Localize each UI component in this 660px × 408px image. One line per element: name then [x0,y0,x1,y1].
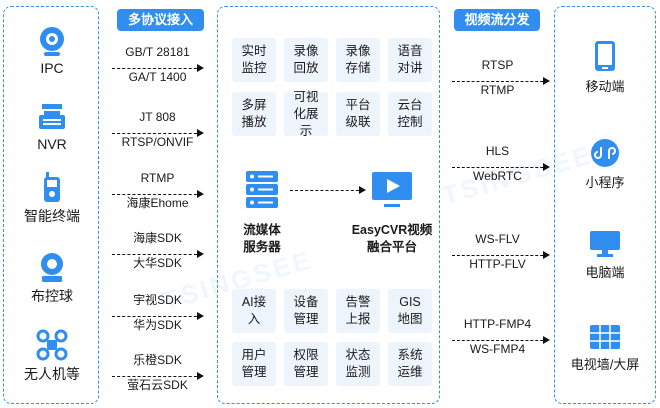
feature-tile: 录像存储 [336,38,380,82]
device-label: 无人机等 [24,366,80,382]
feature-tile: 录像回放 [284,38,328,82]
stream-label: WebRTC [473,169,522,183]
stream-label: RTMP [480,83,515,97]
protocol-label: 海康Ehome [126,196,189,210]
protocol-label: 海康SDK [133,231,182,245]
protocols-title: 多协议接入 [117,9,204,31]
stream-label: WS-FLV [475,232,520,246]
protocol-pair: 宇视SDK 华为SDK [105,292,210,334]
stream-arrow [452,76,550,85]
feature-tile: AI接入 [232,289,276,333]
nvr-recorder-icon [35,100,69,134]
protocol-label: JT 808 [139,110,176,124]
protocol-arrow [112,128,204,137]
protocol-label: GA/T 1400 [128,70,187,84]
feature-tile: 用户管理 [232,342,276,386]
stream-arrow [452,335,550,344]
mobile-phone-icon [594,40,616,72]
protocol-label: 华为SDK [133,318,182,332]
platform-label: EasyCVR视频融合平台 [351,223,433,254]
stream-pair: HTTP-FMP4 WS-FMP4 [445,316,550,358]
terminal-label: 电视墙/大屏 [570,357,640,372]
feature-tile: 实时监控 [232,38,276,82]
protocol-arrow [112,371,204,380]
server-to-platform-arrow [290,185,366,194]
terminal-mini-program: 小程序 [555,138,655,191]
device-label: NVR [37,136,67,152]
device-label: IPC [40,60,64,76]
feature-tile: 权限管理 [284,342,328,386]
protocol-label: 乐橙SDK [133,353,182,367]
server-icon [244,170,280,215]
stream-label: WS-FMP4 [469,342,526,356]
device-smart-terminal: 智能终端 [7,170,97,226]
distribution-title: 视频流分发 [454,9,540,31]
stream-pair: HLS WebRTC [445,143,550,185]
protocol-arrow [112,189,204,198]
media-server-label: 流媒体服务器 [243,223,281,254]
stream-arrow [452,250,550,259]
protocol-arrow [112,249,204,258]
device-drone: 无人机等 [7,328,97,384]
protocol-label: 萤石云SDK [127,378,188,392]
feature-tile: 可视化展示 [284,90,328,138]
feature-tile: 平台级联 [336,92,380,136]
protocol-label: RTMP [140,171,175,185]
mini-program-icon [590,138,620,168]
feature-tile: GIS地图 [388,289,432,333]
feature-tile: 云台控制 [388,92,432,136]
stream-pair: RTSP RTMP [445,57,550,99]
drone-icon [35,328,69,362]
terminals-panel [554,6,656,404]
device-label: 布控球 [31,288,73,304]
devices-panel [3,6,99,404]
protocol-pair: 乐橙SDK 萤石云SDK [105,352,210,394]
terminal-label: 移动端 [585,79,625,94]
protocol-label: GB/T 28181 [125,45,190,59]
protocol-pair: RTMP 海康Ehome [105,170,210,212]
terminal-desktop: 电脑端 [555,230,655,281]
feature-tile: 状态监测 [336,342,380,386]
terminal-mobile: 移动端 [555,40,655,95]
stream-label: HTTP-FLV [469,257,526,271]
stream-label: HTTP-FMP4 [463,317,532,331]
terminal-video-wall: 电视墙/大屏 [555,324,655,373]
feature-tile: 设备管理 [284,289,328,333]
desktop-monitor-icon [589,230,621,258]
stream-pair: WS-FLV HTTP-FLV [445,231,550,273]
smart-terminal-icon [35,170,69,204]
ptz-dome-camera-icon [35,250,69,284]
stream-label: HLS [485,144,510,158]
terminal-label: 小程序 [585,175,625,190]
protocol-arrow [112,63,204,72]
feature-tile: 多屏播放 [232,92,276,136]
protocol-pair: 海康SDK 大华SDK [105,230,210,272]
protocol-label: 大华SDK [133,256,182,270]
device-label: 智能终端 [24,208,80,224]
video-player-icon [370,168,414,217]
protocol-label: RTSP/ONVIF [121,135,194,149]
stream-label: RTSP [481,58,514,72]
protocol-pair: GB/T 28181 GA/T 1400 [105,44,210,86]
protocol-pair: JT 808 RTSP/ONVIF [105,109,210,151]
ipc-camera-icon [35,24,69,58]
feature-tile: 系统运维 [388,342,432,386]
device-ipc: IPC [7,24,97,76]
protocol-arrow [112,311,204,320]
terminal-label: 电脑端 [585,265,625,280]
features-panel [217,6,440,404]
stream-arrow [452,162,550,171]
device-nvr: NVR [7,100,97,152]
device-ptz-dome: 布控球 [7,250,97,306]
feature-tile: 语音对讲 [388,38,432,82]
protocol-label: 宇视SDK [133,293,182,307]
video-wall-icon [589,324,621,350]
feature-tile: 告警上报 [336,289,380,333]
